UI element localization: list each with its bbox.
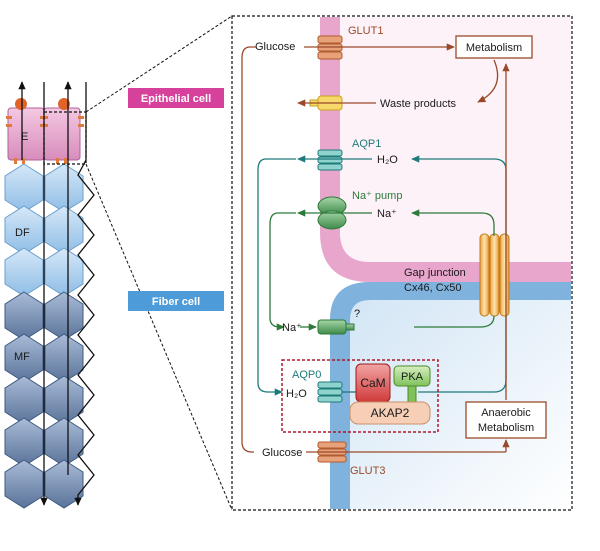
- metabolism-label: Metabolism: [466, 42, 522, 54]
- akap2-label: AKAP2: [371, 406, 410, 420]
- differentiating-fiber-cells: [4, 163, 84, 297]
- epithelial-cell-tag-label: Epithelial cell: [141, 93, 211, 105]
- inset-panel: GLUT1 Glucose Metabolism Waste products …: [231, 15, 573, 511]
- pka-label: PKA: [401, 371, 424, 383]
- label-df: DF: [15, 227, 30, 239]
- question-mark: ?: [354, 308, 360, 320]
- nucleus-right: [58, 98, 70, 110]
- mf-cell: [44, 375, 84, 425]
- nucleus-left: [15, 98, 27, 110]
- aqp0-complex-box: [281, 359, 439, 433]
- water-top-label: H₂O: [377, 154, 398, 166]
- mf-cell: [4, 459, 44, 509]
- label-e: E: [21, 131, 28, 143]
- mature-fiber-cells: [4, 291, 84, 509]
- mf-cell: [44, 417, 84, 467]
- na-top-label: Na⁺: [377, 208, 397, 220]
- na-pump-label: Na⁺ pump: [352, 190, 402, 202]
- glut3-transporter: [317, 441, 347, 463]
- epithelial-cell-tag: [128, 88, 224, 108]
- epithelial-cytoplasm: [340, 17, 571, 262]
- label-mf: MF: [14, 351, 30, 363]
- mf-cell: [44, 333, 84, 383]
- na-circuit: [269, 212, 296, 331]
- zoom-region: [43, 111, 87, 165]
- metabolism-box: [455, 35, 533, 59]
- glucose-top-label: Glucose: [255, 41, 295, 53]
- lens-cell-column: E DF MF: [4, 81, 95, 509]
- na-channel-fiber: [317, 319, 355, 335]
- gap-junction: [479, 233, 510, 317]
- fiber-cell-tag: [128, 291, 224, 311]
- anaerobic-label-1: Anaerobic: [481, 407, 531, 419]
- na-bottom-label: Na⁺: [282, 322, 302, 334]
- fiber-cell-tag-label: Fiber cell: [152, 296, 200, 308]
- gap-junction-label: Gap junction: [404, 267, 466, 279]
- mf-cell: [4, 375, 44, 425]
- zoom-line-bottom: [85, 163, 233, 511]
- pka-stalk: [407, 385, 417, 403]
- waste-arrow: [477, 59, 499, 103]
- na-pump: [317, 196, 347, 230]
- waste-products-label: Waste products: [380, 98, 457, 110]
- glucose-bottom-label: Glucose: [262, 447, 302, 459]
- df-cell: [44, 205, 84, 255]
- anaerobic-box: [465, 401, 547, 439]
- fiber-membrane: [330, 282, 571, 509]
- water-circuit: [257, 158, 296, 396]
- mf-cell: [4, 291, 44, 341]
- df-cell: [4, 163, 44, 213]
- aqp1-channel: [317, 149, 343, 171]
- water-bottom-label: H₂O: [286, 388, 307, 400]
- epithelial-cell-right: [43, 107, 81, 161]
- glut1-label: GLUT1: [348, 25, 383, 37]
- aqp0-label: AQP0: [292, 369, 321, 381]
- cam-label: CaM: [360, 376, 385, 390]
- connexins-label: Cx46, Cx50: [404, 282, 461, 294]
- anaerobic-label-2: Metabolism: [478, 422, 534, 434]
- df-cell: [44, 163, 84, 213]
- mf-cell: [44, 459, 84, 509]
- df-cell: [4, 247, 44, 297]
- glucose-circuit: [241, 46, 256, 453]
- gap-na-arrow: [411, 209, 495, 236]
- aqp0-channel: [317, 381, 343, 403]
- mf-cell: [44, 291, 84, 341]
- akap2-protein: [349, 401, 431, 425]
- aqp1-label: AQP1: [352, 138, 381, 150]
- zigzag-arrow: [74, 82, 95, 506]
- na-to-gap-line: [414, 315, 495, 328]
- mf-cell: [4, 417, 44, 467]
- zoom-line-top: [85, 15, 233, 113]
- epithelial-membrane: [320, 17, 571, 282]
- glut3-label: GLUT3: [350, 465, 385, 477]
- df-cell: [44, 247, 84, 297]
